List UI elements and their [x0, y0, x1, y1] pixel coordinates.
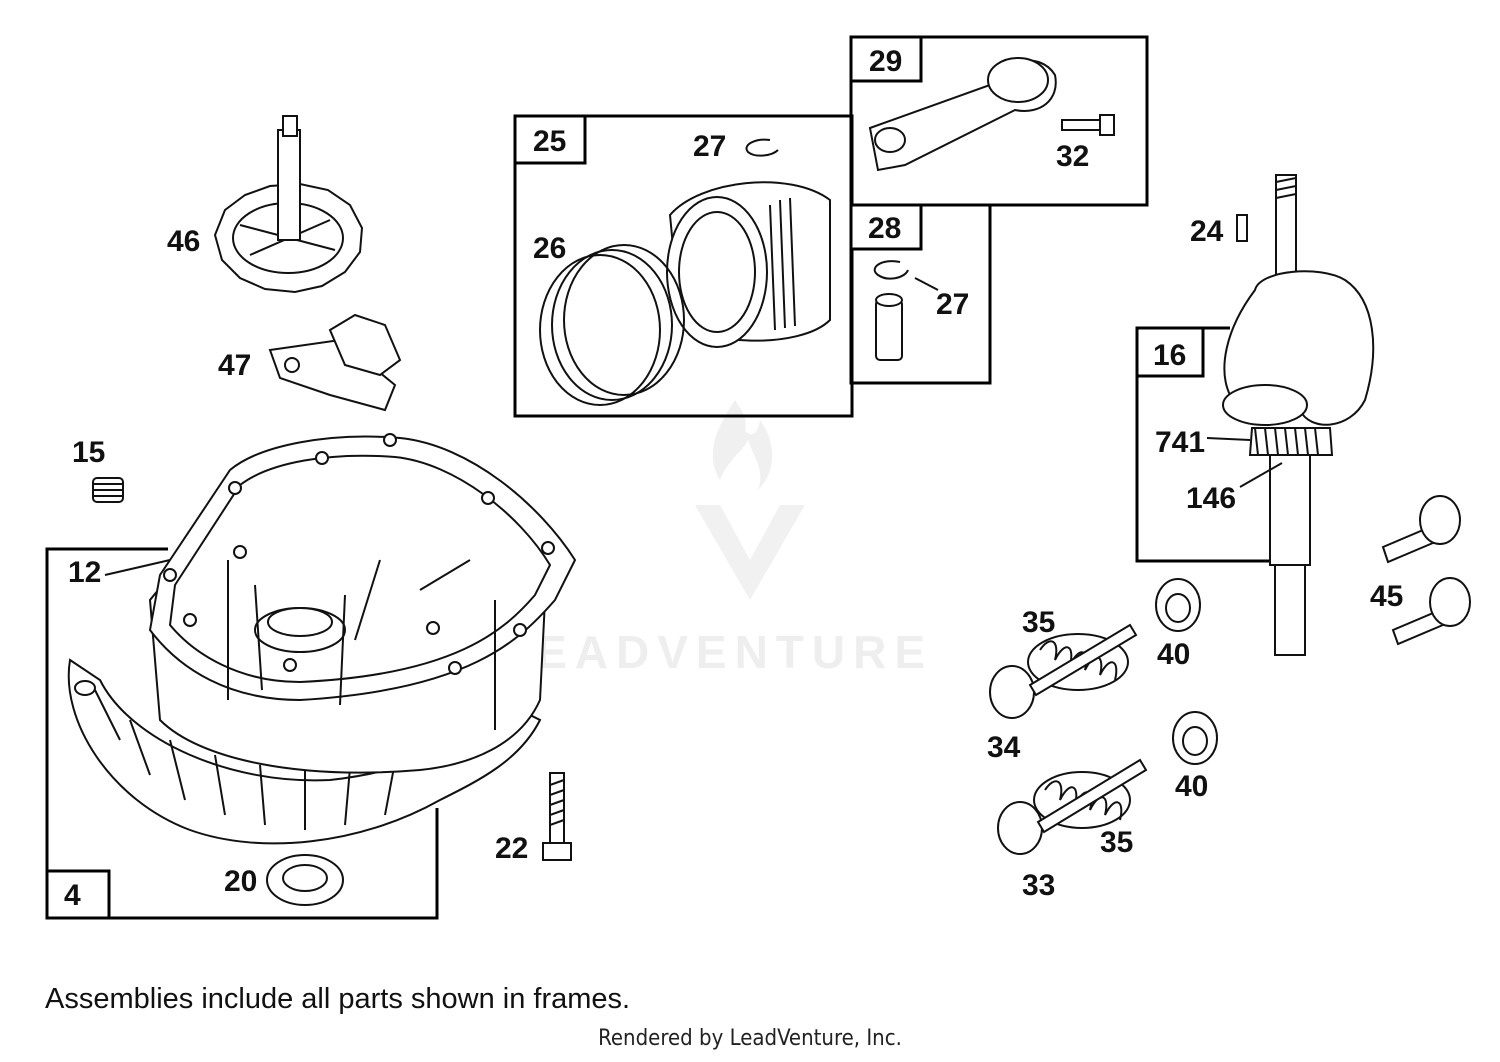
piston-pin-part	[875, 293, 903, 361]
crankshaft-part	[1222, 174, 1375, 656]
sump-part	[67, 433, 577, 845]
governor-part	[268, 313, 402, 412]
exhaust-valve-part	[997, 758, 1148, 855]
connecting-rod-part	[868, 57, 1057, 172]
watermark-logo	[695, 400, 805, 600]
callout-27-upper: 27	[693, 130, 726, 163]
callout-45: 45	[1370, 580, 1403, 613]
frame-4: 4	[45, 547, 439, 920]
callout-35-lower: 35	[1100, 826, 1133, 859]
callout-35-upper: 35	[1022, 606, 1055, 639]
frame-label-29: 29	[869, 45, 902, 78]
callout-40-lower: 40	[1175, 770, 1208, 803]
tappet-part-upper	[1381, 495, 1461, 564]
pin-clip-part-lower	[873, 260, 939, 291]
callout-15: 15	[72, 436, 105, 469]
oil-plug-part	[92, 477, 124, 503]
valve-retainer-part-upper	[1155, 578, 1201, 632]
frame-16: 16	[1135, 326, 1270, 563]
callout-24: 24	[1190, 215, 1224, 248]
piston-rings-part	[539, 244, 685, 406]
callout-46: 46	[167, 225, 200, 258]
callout-40-upper: 40	[1157, 638, 1190, 671]
intake-valve-part	[989, 623, 1138, 719]
callout-22: 22	[495, 832, 528, 865]
callout-34: 34	[987, 731, 1021, 764]
callout-20: 20	[224, 865, 257, 898]
bolt-part	[542, 772, 572, 861]
callout-47: 47	[218, 349, 251, 382]
watermark-text: LEADVENTURE	[500, 626, 933, 678]
frame-label-25: 25	[533, 125, 566, 158]
callout-33: 33	[1022, 869, 1055, 902]
frame-29: 29	[849, 35, 1149, 207]
oil-seal-part	[266, 854, 344, 906]
callout-26: 26	[533, 232, 566, 265]
tappet-part-lower	[1391, 577, 1471, 646]
piston-part	[666, 181, 831, 348]
callout-32: 32	[1056, 140, 1089, 173]
frame-label-28: 28	[868, 212, 901, 245]
valve-retainer-part-lower	[1172, 711, 1218, 765]
callout-12: 12	[68, 556, 101, 589]
callout-741: 741	[1155, 426, 1205, 459]
frame-28: 28	[849, 203, 992, 385]
callout-27-lower: 27	[936, 288, 969, 321]
rod-bolt-part	[1061, 114, 1115, 136]
cam-gear-part	[213, 115, 364, 294]
key-part	[1236, 214, 1248, 242]
assemblies-note: Assemblies include all parts shown in fr…	[45, 983, 631, 1015]
callout-146: 146	[1186, 482, 1236, 515]
frame-label-4: 4	[64, 879, 81, 912]
pin-clip-part-upper	[745, 138, 779, 157]
rendered-by-footer: Rendered by LeadVenture, Inc.	[598, 1026, 902, 1051]
frame-label-16: 16	[1153, 339, 1186, 372]
